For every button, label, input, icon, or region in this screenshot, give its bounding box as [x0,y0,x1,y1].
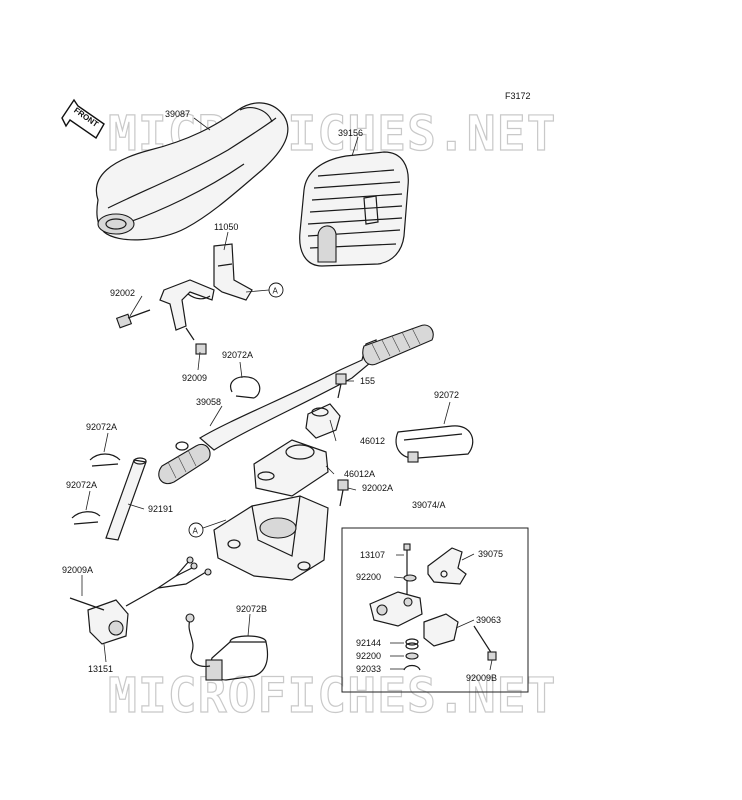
label-39156: 39156 [338,128,363,138]
cover-39063 [423,613,459,647]
label-92200-b: 92200 [356,651,381,661]
label-92072: 92072 [434,390,459,400]
bolt-92002 [115,309,151,329]
bolt-155 [335,373,347,399]
label-92072A-left1: 92072A [86,422,117,432]
label-92009: 92009 [182,373,207,383]
label-92002A: 92002A [362,483,393,493]
label-92002: 92002 [110,288,135,298]
label-39087: 39087 [165,109,190,119]
callout-a-upper: A [245,282,284,298]
front-arrow-icon: FRONT [61,98,105,140]
clamp-92072B [185,613,269,681]
label-13151: 13151 [88,664,113,674]
label-39058: 39058 [196,397,221,407]
clamp-92072A-left2 [71,511,101,525]
steering-cover-39156 [299,151,409,267]
label-92009B: 92009B [466,673,497,683]
label-39063: 39063 [476,615,501,625]
washer-92200-b [405,652,419,660]
label-92009A: 92009A [62,565,93,575]
holder-46012 [305,403,341,439]
label-39074A: 39074/A [412,500,446,510]
bolt-92009 [185,327,207,355]
washer-92200-a [403,574,417,582]
label-155: 155 [360,376,375,386]
holder-46012A [253,439,329,497]
label-39075: 39075 [478,549,503,559]
label-92033: 92033 [356,664,381,674]
bolt-92009B [473,625,497,661]
right-grip [362,324,434,366]
label-92191: 92191 [148,504,173,514]
label-92144: 92144 [356,638,381,648]
steering-column-base [213,495,329,581]
callout-a-lower: A [188,519,227,538]
label-92072A-left2: 92072A [66,480,97,490]
handlebar-39058 [158,324,434,484]
svg-text:A: A [193,527,199,536]
tube-92191 [105,457,147,541]
leader-lines [81,117,493,671]
svg-text:A: A [273,287,279,296]
clamp-92072A-left1 [89,453,121,467]
watermark-bottom: MICROFICHES.NET [108,668,556,724]
label-13107: 13107 [360,550,385,560]
label-46012: 46012 [360,436,385,446]
label-92200-a: 92200 [356,572,381,582]
figure-code: F3172 [505,91,531,101]
switch-housing [369,591,423,627]
clamp-92072A-top [230,376,261,399]
label-92072A-top: 92072A [222,350,253,360]
pin-13107 [403,543,411,594]
bracket-11050 [213,243,253,301]
label-11050: 11050 [214,222,238,232]
left-grip [158,441,211,484]
clip-92033 [403,664,421,671]
label-46012A: 46012A [344,469,375,479]
bracket-lower [159,279,215,331]
lever-39075 [427,547,467,585]
label-92072B: 92072B [236,604,267,614]
band-92072 [395,425,474,463]
spring-92144 [405,638,419,650]
handlebar-cover-39087 [95,102,289,241]
subassembly-box [341,527,529,693]
bolt-92002A [337,479,349,507]
switch-13151 [69,556,212,645]
